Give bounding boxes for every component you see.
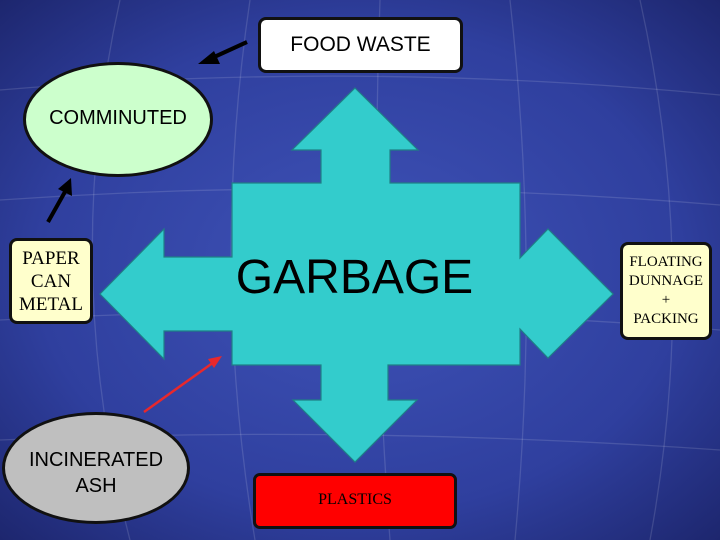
food-waste-box: FOOD WASTE <box>258 17 463 73</box>
floating-dunnage-box: FLOATING DUNNAGE + PACKING <box>620 242 712 340</box>
comminuted-label: COMMINUTED <box>49 107 187 129</box>
arrow-incinerated-to-garbage <box>143 356 222 414</box>
paper-label: PAPER <box>22 247 80 269</box>
metal-label: METAL <box>19 293 83 315</box>
plastics-box: PLASTICS <box>253 473 457 529</box>
incinerated-ash-ellipse: INCINERATED ASH <box>2 412 190 524</box>
food-waste-label: FOOD WASTE <box>290 33 431 56</box>
paper-can-metal-box: PAPER CAN METAL <box>9 238 93 324</box>
packing-label: PACKING <box>633 311 699 327</box>
ash-label: ASH <box>75 475 117 497</box>
arrow-comminuted-to-food-waste <box>198 40 248 64</box>
arrow-paper-to-comminuted <box>46 178 72 223</box>
garbage-title: GARBAGE <box>235 250 474 304</box>
can-label: CAN <box>30 270 72 292</box>
plastics-label: PLASTICS <box>318 491 392 508</box>
comminuted-ellipse: COMMINUTED <box>23 62 213 177</box>
central-four-way-arrow <box>99 87 614 463</box>
plus-label: + <box>661 292 671 308</box>
dunnage-label: DUNNAGE <box>628 273 704 289</box>
floating-label: FLOATING <box>629 254 703 270</box>
incinerated-label: INCINERATED <box>28 449 164 471</box>
